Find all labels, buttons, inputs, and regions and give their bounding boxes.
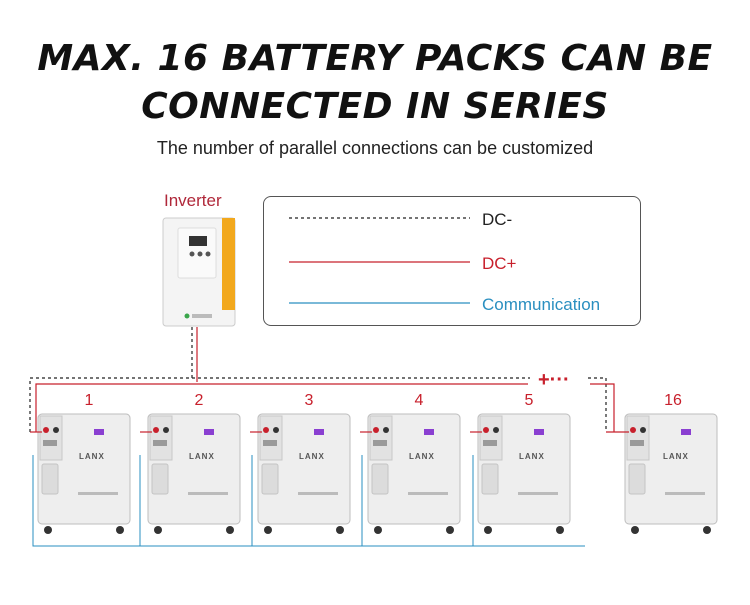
battery-label-plate (188, 492, 228, 495)
status-indicator-icon (94, 429, 104, 435)
status-indicator-icon (424, 429, 434, 435)
terminal-minus-icon (53, 427, 59, 433)
battery-label-plate (518, 492, 558, 495)
battery-terminal-panel (626, 415, 650, 461)
inverter-button (205, 251, 211, 257)
battery-terminal-panel (369, 415, 393, 461)
battery-handle (151, 463, 169, 495)
battery-number-5: 5 (524, 392, 534, 409)
terminal-minus-icon (493, 427, 499, 433)
wheel-icon (556, 526, 564, 534)
dc-minus-bus (29, 377, 530, 432)
wheel-icon (264, 526, 272, 534)
battery-handle (481, 463, 499, 495)
battery-handle (628, 463, 646, 495)
battery-label-plate (78, 492, 118, 495)
inverter-label: Inverter (164, 191, 222, 210)
terminal-plus-icon (373, 427, 379, 433)
battery-handle (261, 463, 279, 495)
battery-label-plate (665, 492, 705, 495)
battery-terminal-panel (259, 415, 283, 461)
inverter-button (197, 251, 203, 257)
legend-communication: Communication (482, 295, 601, 314)
battery-terminal-panel (39, 415, 63, 461)
title-line-2: CONNECTED IN SERIES (141, 86, 609, 127)
terminal-plus-icon (153, 427, 159, 433)
comm-port (630, 440, 644, 446)
battery-brand-3: LANX (299, 452, 325, 461)
wheel-icon (44, 526, 52, 534)
comm-port (373, 440, 387, 446)
battery-brand-2: LANX (189, 452, 215, 461)
legend-box (263, 196, 641, 326)
more-packs-indicator: +··· (538, 369, 570, 391)
comm-port (153, 440, 167, 446)
terminal-plus-icon (43, 427, 49, 433)
wheel-icon (116, 526, 124, 534)
battery-brand-16: LANX (663, 452, 689, 461)
subtitle: The number of parallel connections can b… (156, 138, 594, 158)
inverter-accent-stripe (222, 218, 235, 310)
battery-number-2: 2 (194, 392, 204, 409)
communication-bus (32, 455, 141, 547)
comm-port (483, 440, 497, 446)
wheel-icon (703, 526, 711, 534)
terminal-minus-icon (273, 427, 279, 433)
battery-brand-1: LANX (79, 452, 105, 461)
terminal-minus-icon (163, 427, 169, 433)
terminal-plus-icon (483, 427, 489, 433)
status-indicator-icon (534, 429, 544, 435)
title-line-1: MAX. 16 BATTERY PACKS CAN BE (37, 38, 713, 79)
status-indicator-icon (204, 429, 214, 435)
inverter-display (189, 236, 207, 246)
wheel-icon (446, 526, 454, 534)
legend-dc-minus: DC- (482, 210, 513, 229)
terminal-plus-icon (263, 427, 269, 433)
battery-handle (371, 463, 389, 495)
terminal-minus-icon (640, 427, 646, 433)
wheel-icon (154, 526, 162, 534)
battery-label-plate (298, 492, 338, 495)
wheel-icon (484, 526, 492, 534)
battery-handle (41, 463, 59, 495)
status-indicator-icon (314, 429, 324, 435)
dc-plus-bus (35, 383, 528, 432)
wheel-icon (374, 526, 382, 534)
terminal-minus-icon (383, 427, 389, 433)
inverter-button (189, 251, 195, 257)
battery-number-16: 16 (664, 392, 682, 409)
inverter-label-plate (192, 314, 212, 318)
battery-number-1: 1 (84, 392, 94, 409)
battery-brand-5: LANX (519, 452, 545, 461)
battery-terminal-panel (149, 415, 173, 461)
inverter-logo-icon (184, 313, 190, 319)
wheel-icon (631, 526, 639, 534)
terminal-plus-icon (630, 427, 636, 433)
battery-number-4: 4 (414, 392, 424, 409)
legend-dc-plus: DC+ (482, 254, 517, 273)
battery-brand-4: LANX (409, 452, 435, 461)
comm-port (263, 440, 277, 446)
status-indicator-icon (681, 429, 691, 435)
wheel-icon (226, 526, 234, 534)
wheel-icon (336, 526, 344, 534)
battery-number-3: 3 (304, 392, 314, 409)
comm-port (43, 440, 57, 446)
battery-terminal-panel (479, 415, 503, 461)
battery-label-plate (408, 492, 448, 495)
